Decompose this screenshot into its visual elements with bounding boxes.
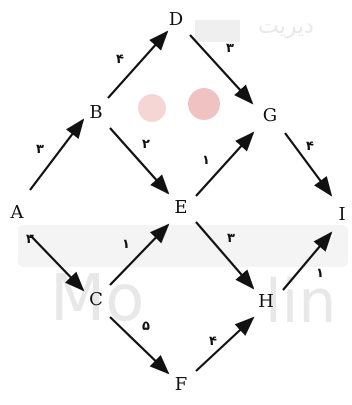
node-f: F (175, 374, 188, 395)
watermark-brand-text-2: lin (265, 267, 336, 337)
watermark-block (195, 20, 240, 42)
node-g: G (263, 105, 277, 126)
edge-weight-b-d: ۴ (116, 52, 124, 67)
node-c: C (89, 289, 103, 310)
edges (29, 30, 333, 375)
watermark-dot-1 (138, 94, 166, 122)
node-a: A (10, 202, 25, 223)
edge-h-i (282, 231, 333, 291)
edge-b-e (109, 127, 170, 195)
watermark-band (18, 225, 348, 267)
watermark-site-text: دیریت (258, 14, 314, 39)
edge-weight-e-h: ۳ (227, 231, 235, 246)
edge-weight-f-h: ۴ (209, 334, 217, 349)
edge-weight-e-g: ۱ (202, 153, 210, 168)
node-b: B (89, 102, 102, 123)
edge-weight-a-c: ۲ (26, 232, 34, 247)
edge-e-h (195, 221, 255, 290)
edge-e-g (195, 131, 255, 197)
edge-c-f (109, 316, 170, 375)
edge-d-g (189, 34, 254, 105)
watermark-dot-2 (188, 88, 220, 120)
node-d: D (169, 9, 183, 30)
edge-b-d (107, 30, 169, 99)
edge-weight-g-i: ۴ (306, 139, 314, 154)
edge-weight-b-e: ۲ (142, 137, 150, 152)
nodes: A B C D E F G H I (10, 9, 346, 395)
edge-a-c (29, 234, 85, 292)
edge-g-i (284, 132, 333, 197)
edge-f-h (195, 316, 255, 372)
edge-weight-c-e: ۱ (122, 237, 130, 252)
edge-weight-h-i: ۱ (316, 266, 324, 281)
edge-weight-a-b: ۳ (36, 142, 44, 157)
edge-weight-d-g: ۳ (226, 41, 234, 56)
edge-weight-c-f: ۵ (142, 319, 150, 334)
node-h: H (258, 291, 274, 312)
edge-a-b (29, 118, 85, 191)
edge-weights: ۳ ۲ ۴ ۲ ۱ ۵ ۳ ۱ ۳ ۴ ۴ ۱ (26, 41, 324, 349)
node-e: E (174, 197, 187, 218)
node-i: I (338, 204, 345, 225)
edge-c-e (109, 223, 170, 286)
